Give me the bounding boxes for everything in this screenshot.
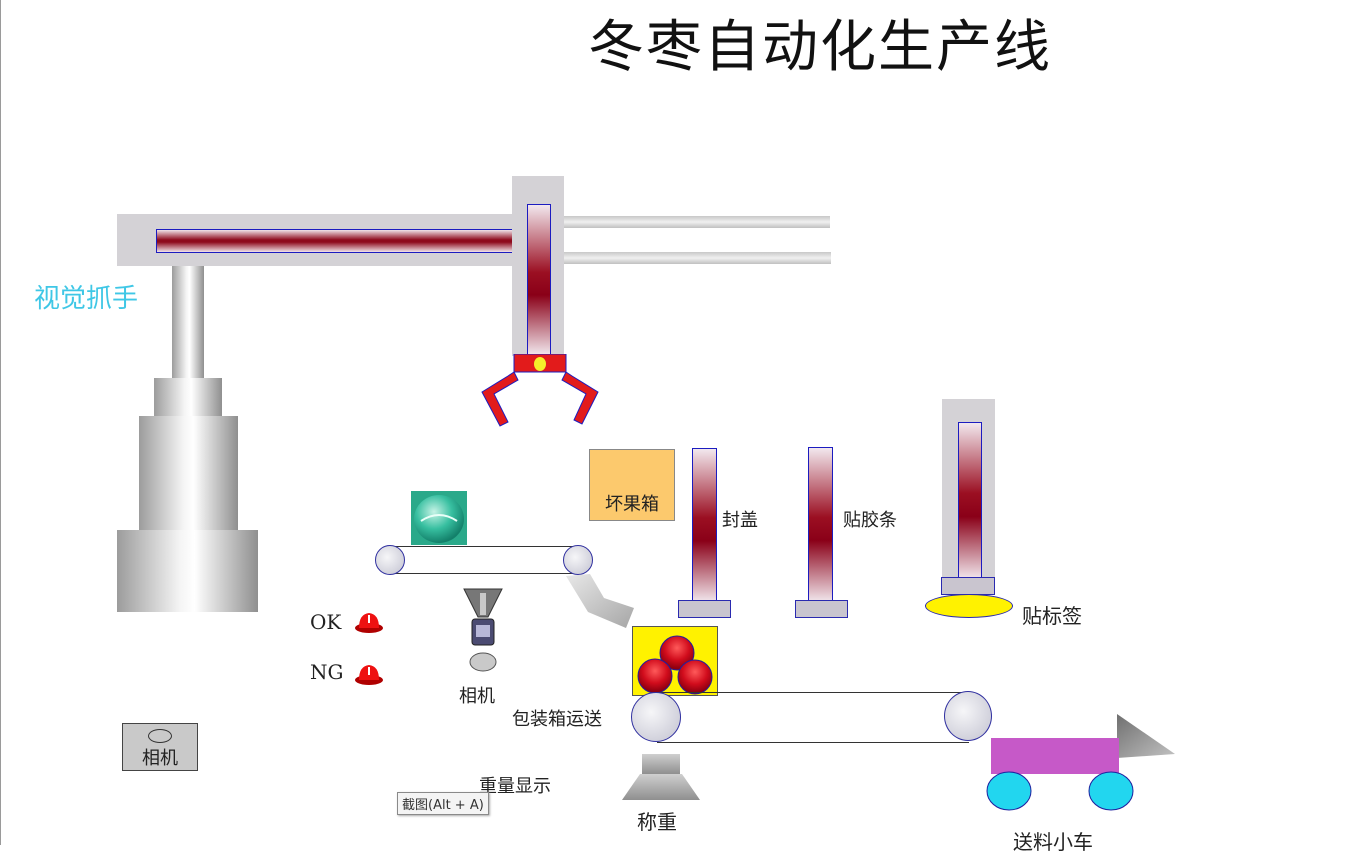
ok-label: OK [310, 610, 342, 634]
label-station-label: 贴标签 [1022, 604, 1082, 628]
robot-tier-1 [154, 378, 222, 416]
screenshot-tooltip: 截图(Alt + A) [397, 792, 489, 815]
lower-conveyor-roller-left [631, 692, 681, 742]
cap-seal-pad [678, 600, 731, 618]
label-roll [925, 594, 1013, 618]
label-pad [941, 577, 995, 595]
camera-lens-icon [148, 729, 172, 743]
upper-conveyor-roller-left [375, 545, 405, 575]
guide-rail-bottom [563, 252, 831, 264]
gripper-cylinder[interactable] [527, 204, 551, 356]
ng-lamp-icon[interactable] [354, 663, 384, 685]
bad-fruit-box[interactable]: 坏果箱 [589, 449, 675, 521]
weighing-label: 称重 [637, 810, 677, 834]
chute [566, 574, 634, 628]
cap-seal-cylinder[interactable] [692, 448, 717, 603]
lower-conveyor-belt [657, 692, 969, 743]
fruit-icon [411, 491, 467, 545]
robot-base [117, 530, 258, 612]
window-left-border [0, 0, 1, 845]
camera-box[interactable]: 相机 [122, 723, 198, 771]
robot-shaft [172, 266, 204, 378]
camera-label: 相机 [459, 686, 495, 707]
feed-cart-label: 送料小车 [1013, 830, 1093, 854]
cart-icon[interactable] [985, 712, 1180, 814]
label-cylinder[interactable] [958, 422, 982, 580]
tape-label: 贴胶条 [843, 510, 897, 531]
scale-icon [622, 754, 700, 800]
gripper-claw-icon[interactable] [478, 354, 603, 429]
robot-tier-2 [139, 416, 238, 530]
camera-icon[interactable] [460, 587, 506, 675]
bad-fruit-box-label: 坏果箱 [605, 494, 659, 515]
camera-box-label: 相机 [142, 748, 178, 769]
packed-fruits-icon [637, 635, 713, 695]
packaging-box[interactable] [632, 626, 718, 696]
tape-pad [795, 600, 848, 618]
upper-conveyor-belt [390, 546, 579, 574]
weight-display-label: 重量显示 [479, 776, 551, 797]
tape-cylinder[interactable] [808, 447, 833, 603]
ok-lamp-icon[interactable] [354, 611, 384, 633]
upper-conveyor-roller-right [563, 545, 593, 575]
guide-rail-top [563, 216, 830, 228]
vision-gripper-label: 视觉抓手 [34, 284, 139, 314]
lower-conveyor-roller-right [944, 691, 992, 741]
cap-seal-label: 封盖 [722, 510, 758, 531]
gantry-cylinder[interactable] [156, 229, 514, 253]
page-title: 冬枣自动化生产线 [588, 15, 1052, 80]
ng-label: NG [310, 660, 344, 684]
box-transport-label: 包装箱运送 [512, 709, 602, 730]
